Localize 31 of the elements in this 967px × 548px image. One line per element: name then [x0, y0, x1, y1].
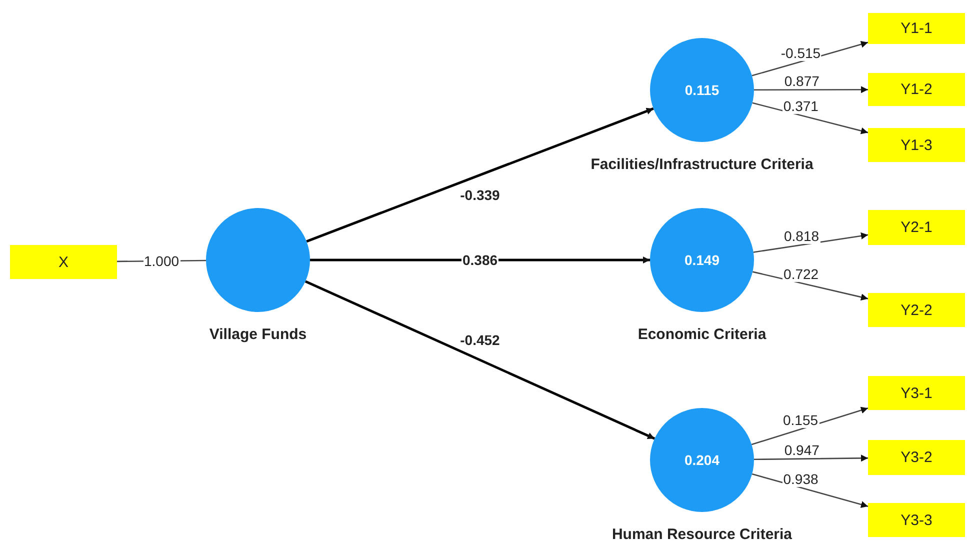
path-coefficient: 0.386 — [461, 252, 499, 268]
indicator-box: Y1-1 — [868, 13, 965, 44]
r-squared-value: 0.149 — [683, 252, 721, 268]
arrow — [306, 107, 654, 243]
indicator-box: Y2-2 — [868, 293, 965, 327]
arrow — [752, 102, 868, 134]
arrow — [754, 86, 868, 94]
construct-label: Facilities/Infrastructure Criteria — [590, 156, 814, 173]
indicator-box: Y1-2 — [868, 73, 965, 106]
loading-value: 0.371 — [782, 98, 820, 114]
arrow — [310, 256, 650, 264]
loading-value: 0.722 — [782, 266, 820, 282]
arrow — [751, 406, 868, 446]
arrow — [304, 280, 656, 440]
construct-label: Human Resource Criteria — [612, 526, 792, 543]
path-coefficient: -0.452 — [459, 332, 501, 348]
path-coefficient: -0.339 — [459, 187, 501, 203]
r-squared-value: 0.204 — [683, 452, 721, 468]
arrow — [752, 271, 868, 301]
indicator-box: Y3-1 — [868, 376, 965, 410]
construct-label: Village Funds — [209, 326, 307, 343]
arrow — [754, 454, 868, 462]
loading-value: 0.155 — [782, 412, 820, 428]
indicator-box: Y3-2 — [868, 440, 965, 475]
indicator-box: Y3-3 — [868, 503, 965, 537]
indicator-box: Y1-3 — [868, 128, 965, 162]
indicator-box: X — [10, 245, 117, 279]
indicator-box: Y2-1 — [868, 210, 965, 245]
arrow — [753, 232, 868, 253]
construct-label: Economic Criteria — [638, 326, 766, 343]
r-squared-value: 0.115 — [684, 82, 720, 98]
